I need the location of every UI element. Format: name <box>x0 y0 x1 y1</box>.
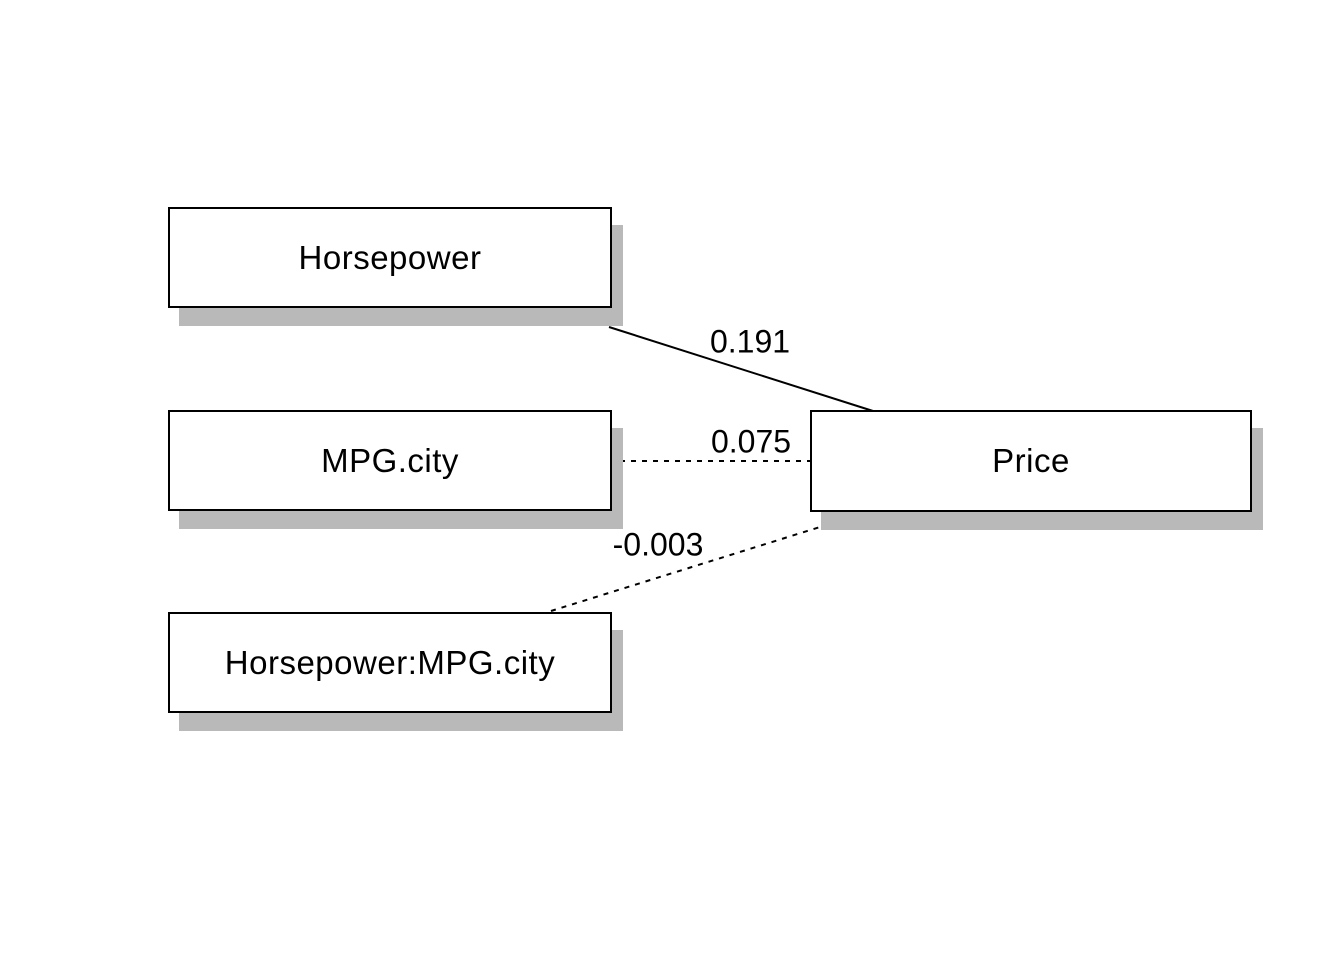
edge-horsepower-price <box>608 326 874 412</box>
node-horsepower-label: Horsepower <box>298 238 482 276</box>
node-price: Price <box>810 410 1252 512</box>
node-horsepower: Horsepower <box>168 207 612 308</box>
node-interaction: Horsepower:MPG.city <box>168 612 612 713</box>
edge-label-mpgcity-price: 0.075 <box>710 423 792 460</box>
node-mpg-city-label: MPG.city <box>321 441 459 479</box>
node-price-label: Price <box>992 442 1070 479</box>
node-mpg-city: MPG.city <box>168 410 612 511</box>
edge-interaction-price <box>550 526 821 612</box>
edge-label-interaction-price: -0.003 <box>612 526 704 563</box>
node-interaction-label: Horsepower:MPG.city <box>224 643 556 681</box>
edge-label-horsepower-price: 0.191 <box>709 323 791 360</box>
